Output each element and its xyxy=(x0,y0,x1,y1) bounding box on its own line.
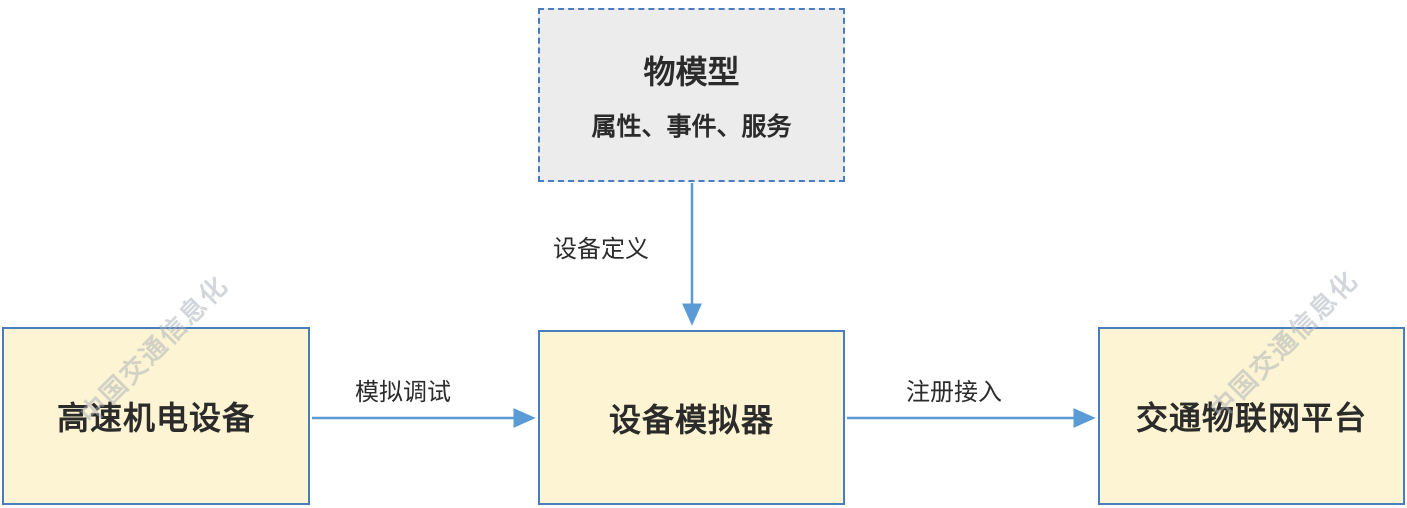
thing-model-box: 物模型 属性、事件、服务 xyxy=(538,8,845,182)
iot-platform-label: 交通物联网平台 xyxy=(1135,400,1367,436)
highway-equipment-box: 高速机电设备 xyxy=(2,327,310,505)
device-definition-label: 设备定义 xyxy=(553,236,649,263)
thing-model-title: 物模型 xyxy=(643,54,740,90)
highway-equipment-label: 高速机电设备 xyxy=(56,400,255,436)
simulate-debug-label: 模拟调试 xyxy=(355,379,451,406)
device-simulator-box: 设备模拟器 xyxy=(538,330,845,505)
device-simulator-label: 设备模拟器 xyxy=(608,401,774,438)
thing-model-subtitle: 属性、事件、服务 xyxy=(591,113,792,141)
register-access-label: 注册接入 xyxy=(906,379,1002,406)
iot-platform-box: 交通物联网平台 xyxy=(1098,327,1405,505)
